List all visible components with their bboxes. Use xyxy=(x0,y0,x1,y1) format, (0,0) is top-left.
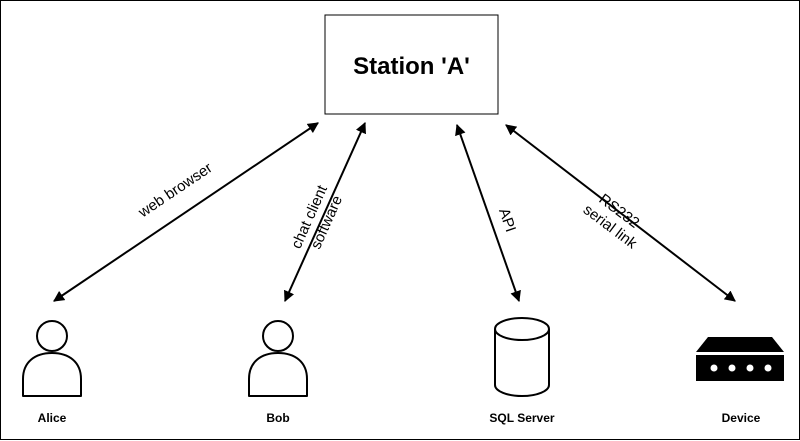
link-label-bob: chat client software xyxy=(288,179,349,259)
network-device-icon xyxy=(696,337,784,381)
person-icon xyxy=(248,320,308,397)
arrow-line-bob xyxy=(284,121,366,303)
arrow-line-device xyxy=(505,124,736,302)
connector-bob[interactable]: chat client software xyxy=(284,121,366,303)
station-node[interactable]: Station 'A' xyxy=(324,14,499,115)
device-node[interactable]: Device xyxy=(696,337,784,425)
station-box xyxy=(324,14,499,115)
alice-node[interactable]: Alice xyxy=(22,320,82,425)
database-icon xyxy=(494,317,550,397)
bob-node[interactable]: Bob xyxy=(248,320,308,425)
link-label-alice-line1: web browser xyxy=(135,159,216,221)
station-title: Station 'A' xyxy=(353,53,470,80)
alice-label: Alice xyxy=(38,411,67,425)
bob-label: Bob xyxy=(266,411,289,425)
link-label-sql-server: API xyxy=(495,206,519,234)
connector-device[interactable]: RS232 serial link xyxy=(505,124,736,302)
sql-server-node[interactable]: SQL Server xyxy=(489,317,555,425)
arrow-line-alice xyxy=(53,122,319,302)
link-label-device: RS232 serial link xyxy=(580,187,651,253)
sql-server-label: SQL Server xyxy=(489,411,554,425)
person-icon xyxy=(22,320,82,397)
device-label: Device xyxy=(722,411,761,425)
link-label-sql-server-line1: API xyxy=(495,206,519,234)
connector-sql-server[interactable]: API xyxy=(455,123,521,303)
connector-alice[interactable]: web browser xyxy=(53,122,319,302)
link-label-alice: web browser xyxy=(135,159,216,221)
